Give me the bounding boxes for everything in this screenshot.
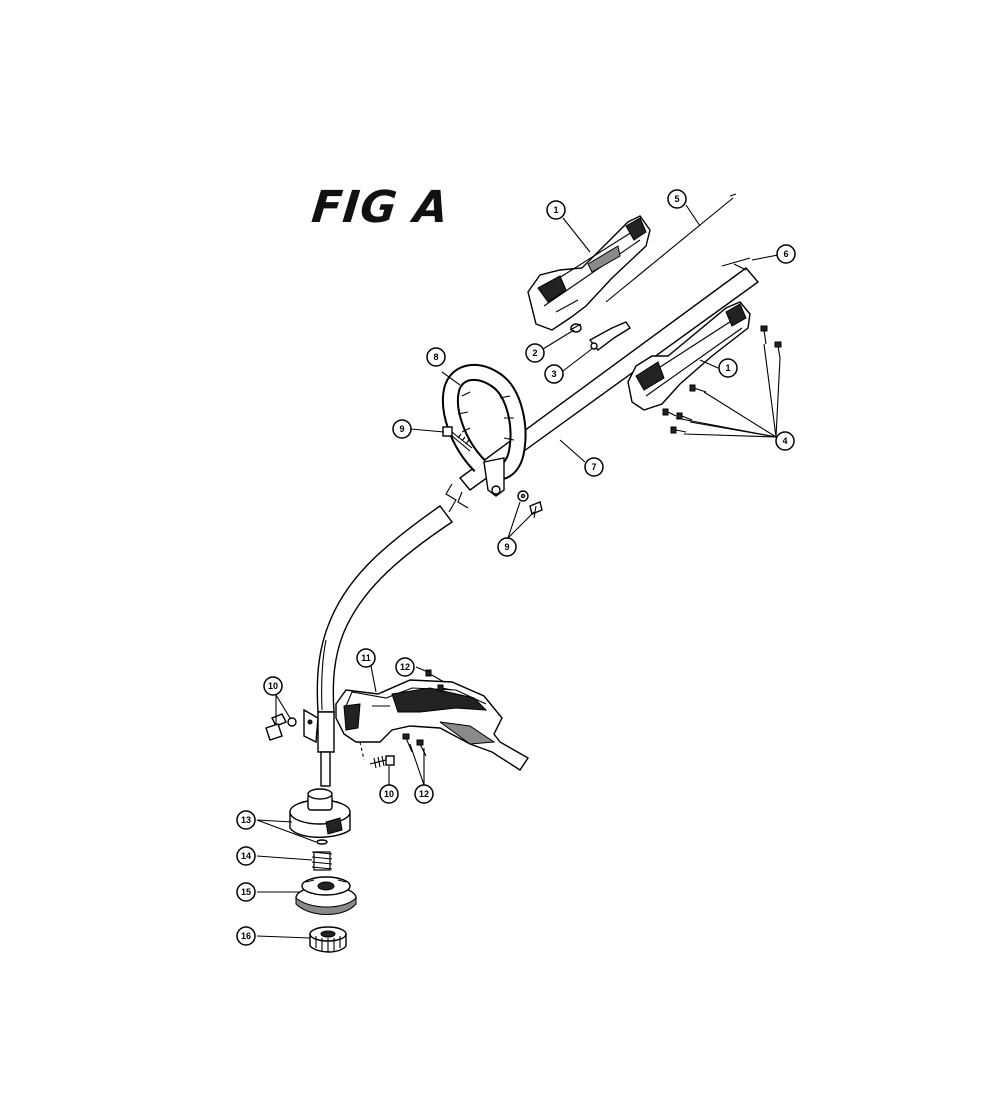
spring-part-14 — [311, 851, 333, 871]
handle-half-lower — [627, 301, 751, 411]
svg-text:15: 15 — [241, 887, 251, 897]
svg-text:3: 3 — [551, 369, 556, 379]
callout-1-lower: 1 — [718, 358, 738, 378]
assist-handle — [442, 364, 527, 497]
svg-text:12: 12 — [419, 789, 429, 799]
callout-5: 5 — [667, 189, 687, 209]
svg-text:7: 7 — [591, 462, 596, 472]
callout-16: 16 — [236, 926, 256, 946]
callout-3: 3 — [544, 364, 564, 384]
bolt-part-10 — [369, 755, 395, 769]
screws-part-12 — [402, 669, 453, 757]
callout-10-left: 10 — [263, 676, 283, 696]
callout-1-upper: 1 — [546, 200, 566, 220]
svg-text:2: 2 — [532, 348, 537, 358]
callout-11: 11 — [356, 648, 376, 668]
callout-14: 14 — [236, 846, 256, 866]
bolt-part-9 — [442, 426, 473, 452]
bump-knob-part-16 — [309, 926, 347, 953]
svg-text:1: 1 — [553, 205, 558, 215]
shaft-tube — [316, 267, 760, 787]
svg-text:6: 6 — [783, 249, 788, 259]
svg-text:10: 10 — [384, 789, 394, 799]
callout-12-lower: 12 — [414, 784, 434, 804]
svg-text:11: 11 — [361, 653, 371, 663]
callout-7: 7 — [584, 457, 604, 477]
leader-lines — [256, 204, 781, 939]
svg-text:12: 12 — [400, 662, 410, 672]
callout-10-right: 10 — [379, 784, 399, 804]
callout-8: 8 — [426, 347, 446, 367]
svg-text:9: 9 — [399, 424, 404, 434]
callout-13: 13 — [236, 810, 256, 830]
svg-text:10: 10 — [268, 681, 278, 691]
svg-text:14: 14 — [241, 851, 251, 861]
svg-text:5: 5 — [674, 194, 679, 204]
svg-text:16: 16 — [241, 931, 251, 941]
callout-15: 15 — [236, 882, 256, 902]
wing-nut-part-10 — [265, 708, 319, 744]
callout-6: 6 — [776, 244, 796, 264]
callout-9-lower: 9 — [497, 537, 517, 557]
svg-text:1: 1 — [725, 363, 730, 373]
figure-title: FIG A — [309, 182, 452, 233]
washer-nut-part-9 — [517, 490, 543, 519]
callout-9-upper: 9 — [392, 419, 412, 439]
handle-half-upper — [527, 215, 651, 331]
ground-wire — [721, 257, 751, 271]
svg-text:4: 4 — [782, 436, 787, 446]
svg-text:8: 8 — [433, 352, 438, 362]
spool-housing-part-13 — [289, 788, 351, 845]
callout-4: 4 — [775, 431, 795, 451]
guard-part-11 — [335, 679, 529, 771]
throttle-cable — [605, 193, 737, 303]
spool-part-15 — [295, 876, 357, 915]
svg-text:9: 9 — [504, 542, 509, 552]
trigger-part-3 — [588, 321, 631, 351]
screws-part-4 — [662, 325, 782, 434]
callout-12-upper: 12 — [395, 657, 415, 677]
callout-2: 2 — [525, 343, 545, 363]
svg-text:13: 13 — [241, 815, 251, 825]
